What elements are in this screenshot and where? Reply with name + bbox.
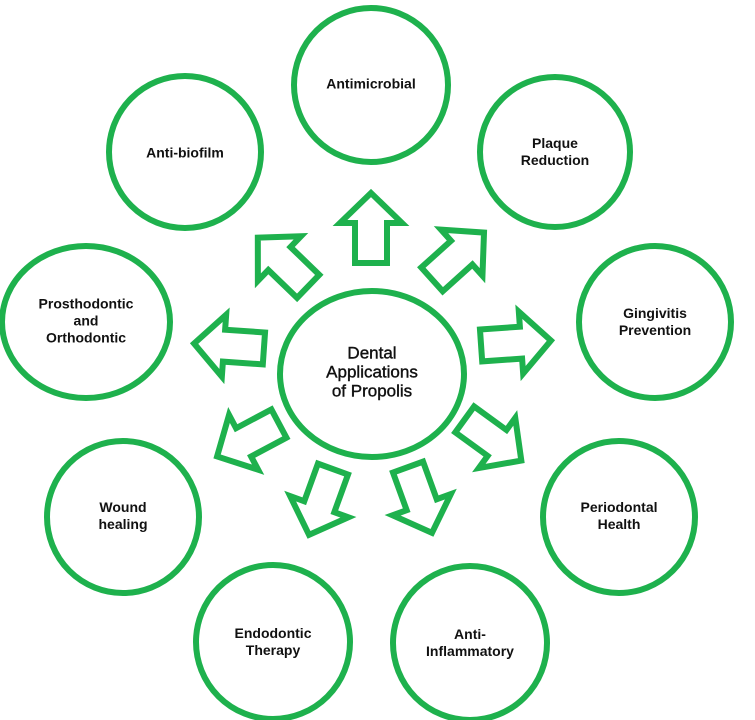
node-ring-wound-healing (44, 438, 202, 596)
node-ring-anti-inflammatory (390, 563, 550, 720)
center-ring (277, 288, 467, 460)
node-label-endodontic-therapy: Endodontic Therapy (234, 625, 312, 658)
arrow-to-anti-inflammatory (384, 457, 457, 537)
node-label-anti-biofilm: Anti-biofilm (146, 144, 224, 161)
node-label-periodontal-health: Periodontal Health (580, 499, 658, 532)
rings-group (0, 5, 734, 720)
node-ring-antimicrobial (291, 5, 451, 165)
node-ring-periodontal-health (540, 438, 698, 596)
arrow-to-gingivitis-prevention (476, 304, 556, 382)
arrow-to-plaque-reduction (417, 226, 488, 296)
node-ring-endodontic-therapy (193, 562, 353, 720)
arrow-to-endodontic-therapy (284, 459, 357, 539)
node-ring-plaque-reduction (477, 74, 633, 230)
node-ring-anti-biofilm (106, 73, 264, 231)
center-label: Dental Applications of Propolis (326, 343, 418, 401)
node-label-plaque-reduction: Plaque Reduction (520, 135, 590, 168)
arrows-group (189, 188, 556, 539)
node-label-gingivitis-prevention: Gingivitis Prevention (618, 305, 692, 338)
arrow-to-antimicrobial (332, 188, 410, 266)
arrow-to-prosthodontic-orthodontic (189, 307, 269, 385)
node-label-prosthodontic-orthodontic: Prosthodontic and Orthodontic (38, 295, 134, 346)
node-label-antimicrobial: Antimicrobial (326, 75, 416, 92)
node-label-wound-healing: Wound healing (98, 499, 148, 532)
arrow-to-anti-biofilm (254, 232, 324, 303)
arrow-to-periodontal-health (451, 402, 525, 473)
node-ring-prosthodontic-orthodontic (0, 243, 173, 401)
node-label-anti-inflammatory: Anti- Inflammatory (426, 626, 514, 659)
arrow-to-wound-healing (213, 405, 291, 475)
node-ring-gingivitis-prevention (576, 243, 734, 401)
